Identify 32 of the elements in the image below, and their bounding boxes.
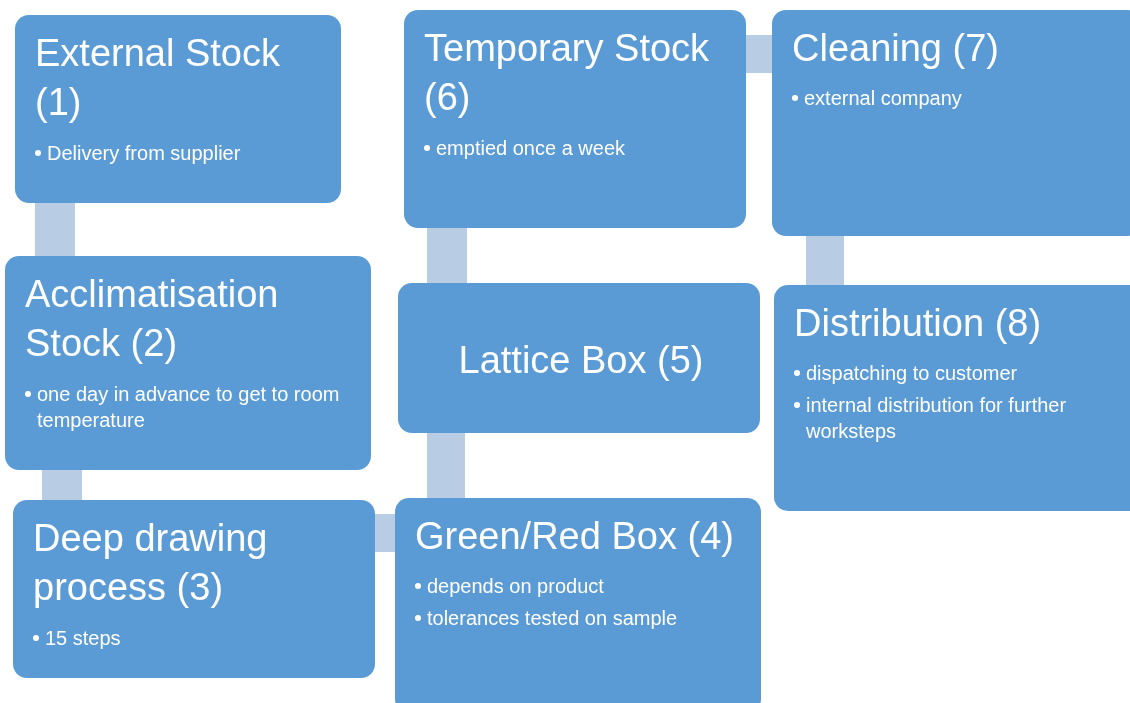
bullet-text: Delivery from supplier (35, 139, 325, 166)
box-heading: Distribution (8) (794, 301, 1043, 346)
bullet-text: tolerances tested on sample (415, 605, 745, 632)
connector (35, 203, 75, 256)
box-heading: Deep drawing process (3) (33, 516, 269, 611)
bullet-text: internal distribution for further worksteps (794, 392, 1128, 445)
bullet-text: 15 steps (33, 624, 359, 651)
connector (375, 514, 395, 552)
process-box (5, 256, 371, 470)
box-heading: Temporary Stock (6) (424, 26, 711, 121)
bullet-text: external company (792, 85, 1126, 112)
bullet-text: emptied once a week (424, 134, 730, 161)
process-box (395, 498, 761, 703)
connector (746, 35, 772, 73)
bullet-text: depends on product (415, 573, 745, 600)
connector (427, 433, 465, 498)
process-box (13, 500, 375, 678)
connector (42, 470, 82, 500)
bullet-text: one day in advance to get to room temperature (25, 380, 355, 433)
connector (427, 228, 467, 283)
bullet-text: dispatching to customer (794, 360, 1128, 387)
connector (806, 236, 844, 285)
process-box (772, 10, 1130, 236)
box-heading: Cleaning (7) (792, 26, 1000, 71)
box-heading: External Stock (1) (35, 31, 281, 126)
box-heading: Acclimatisation Stock (2) (25, 272, 280, 367)
box-heading: Green/Red Box (4) (415, 514, 735, 559)
box-heading: Lattice Box (5) (458, 338, 704, 384)
process-box (404, 10, 746, 228)
process-box (15, 15, 341, 203)
process-box (398, 283, 760, 433)
process-box (774, 285, 1130, 511)
